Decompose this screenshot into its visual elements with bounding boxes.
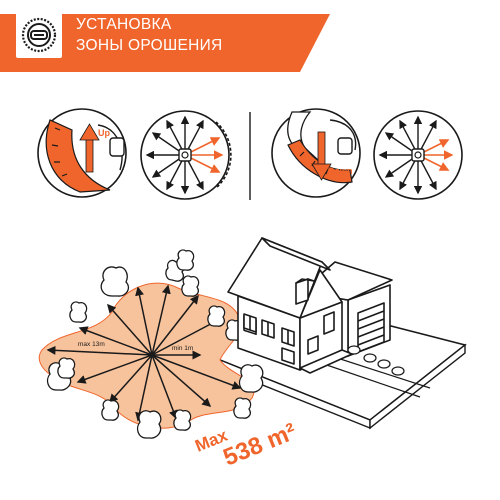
step-down-hand	[271, 108, 361, 198]
down-arrow-icon	[311, 131, 332, 181]
step-up-hand	[37, 108, 127, 198]
title-line-1: УСТАНОВКА	[76, 16, 172, 33]
banner-background	[0, 14, 330, 72]
sprinkler-head-icon	[16, 12, 62, 58]
down-label: Down	[328, 166, 353, 176]
up-label: Up	[98, 128, 110, 138]
driveway-stones	[347, 345, 405, 376]
min-radius-label: min 1m	[172, 345, 193, 352]
house	[227, 237, 393, 374]
max-radius-label: max 13m	[78, 341, 105, 348]
spray-pattern-narrow-icon	[373, 110, 463, 200]
irrigation-area	[38, 282, 255, 429]
spray-pattern-icon	[140, 110, 232, 200]
header-banner: УСТАНОВКА ЗОНЫ ОРОШЕНИЯ	[0, 0, 330, 72]
title-line-2: ЗОНЫ ОРОШЕНИЯ	[76, 37, 223, 54]
max-area-value: 538 m²	[220, 418, 301, 472]
up-arrow-icon	[79, 123, 100, 173]
